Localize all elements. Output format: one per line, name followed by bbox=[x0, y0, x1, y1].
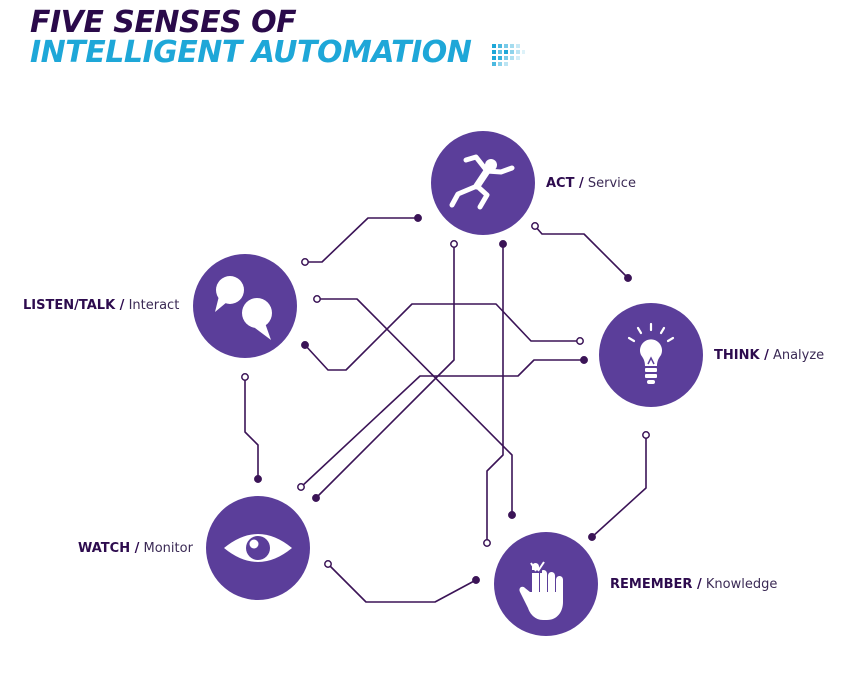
endpoint-open bbox=[297, 483, 305, 491]
endpoint-open bbox=[483, 539, 491, 547]
think-node bbox=[599, 303, 703, 407]
endpoint-filled bbox=[312, 494, 320, 502]
lightbulb-icon bbox=[627, 322, 675, 384]
connector-line bbox=[486, 244, 504, 543]
remember-name: REMEMBER / bbox=[610, 577, 702, 592]
think-name: THINK / bbox=[714, 348, 769, 363]
listen-talk-name: LISTEN/TALK / bbox=[23, 298, 125, 313]
speech-bubbles-icon bbox=[215, 276, 272, 340]
finger-string-icon bbox=[519, 561, 563, 620]
connector-line bbox=[244, 377, 259, 479]
title-line-1: FIVE SENSES OF bbox=[30, 5, 297, 40]
endpoint-open bbox=[241, 373, 249, 381]
connector-line bbox=[315, 244, 455, 499]
connector-line bbox=[534, 225, 629, 279]
connector-line bbox=[317, 298, 513, 515]
act-description: Service bbox=[587, 176, 636, 191]
endpoint-open bbox=[301, 258, 309, 266]
endpoint-open bbox=[324, 560, 332, 568]
endpoint-open bbox=[576, 337, 584, 345]
watch-description: Monitor bbox=[143, 541, 193, 556]
endpoint-open bbox=[450, 240, 458, 248]
act-label: ACT / Service bbox=[546, 176, 636, 192]
think-description: Analyze bbox=[772, 348, 825, 363]
connector-endpoints bbox=[241, 214, 650, 584]
endpoint-filled bbox=[472, 576, 480, 584]
listen-talk-label: LISTEN/TALK / Interact bbox=[23, 298, 179, 314]
endpoint-filled bbox=[580, 356, 588, 364]
connector-line bbox=[304, 303, 580, 371]
listen-talk-description: Interact bbox=[128, 298, 180, 313]
endpoint-open bbox=[642, 431, 650, 439]
endpoint-filled bbox=[499, 240, 507, 248]
endpoint-filled bbox=[588, 533, 596, 541]
endpoint-filled bbox=[254, 475, 262, 483]
endpoint-filled bbox=[301, 341, 309, 349]
pixel-dots-icon bbox=[492, 42, 526, 66]
connector-line bbox=[591, 435, 647, 538]
connector-lines bbox=[244, 217, 647, 603]
connector-line bbox=[300, 359, 584, 488]
remember-description: Knowledge bbox=[705, 577, 778, 592]
endpoint-open bbox=[313, 295, 321, 303]
act-name: ACT / bbox=[546, 176, 584, 191]
eye-icon bbox=[224, 534, 292, 562]
connector-line bbox=[327, 563, 477, 603]
watch-label: WATCH / Monitor bbox=[78, 541, 193, 557]
think-label: THINK / Analyze bbox=[714, 348, 824, 364]
listen-talk-node bbox=[193, 254, 297, 358]
remember-label: REMEMBER / Knowledge bbox=[610, 577, 777, 593]
watch-name: WATCH / bbox=[78, 541, 140, 556]
act-node bbox=[431, 131, 535, 235]
title-line-2: INTELLIGENT AUTOMATION bbox=[30, 35, 472, 70]
endpoint-filled bbox=[624, 274, 632, 282]
connector-line bbox=[305, 217, 418, 263]
endpoint-filled bbox=[508, 511, 516, 519]
endpoint-filled bbox=[414, 214, 422, 222]
endpoint-open bbox=[531, 222, 539, 230]
watch-node bbox=[206, 496, 310, 600]
remember-node bbox=[494, 532, 598, 636]
running-person-icon bbox=[449, 154, 515, 210]
